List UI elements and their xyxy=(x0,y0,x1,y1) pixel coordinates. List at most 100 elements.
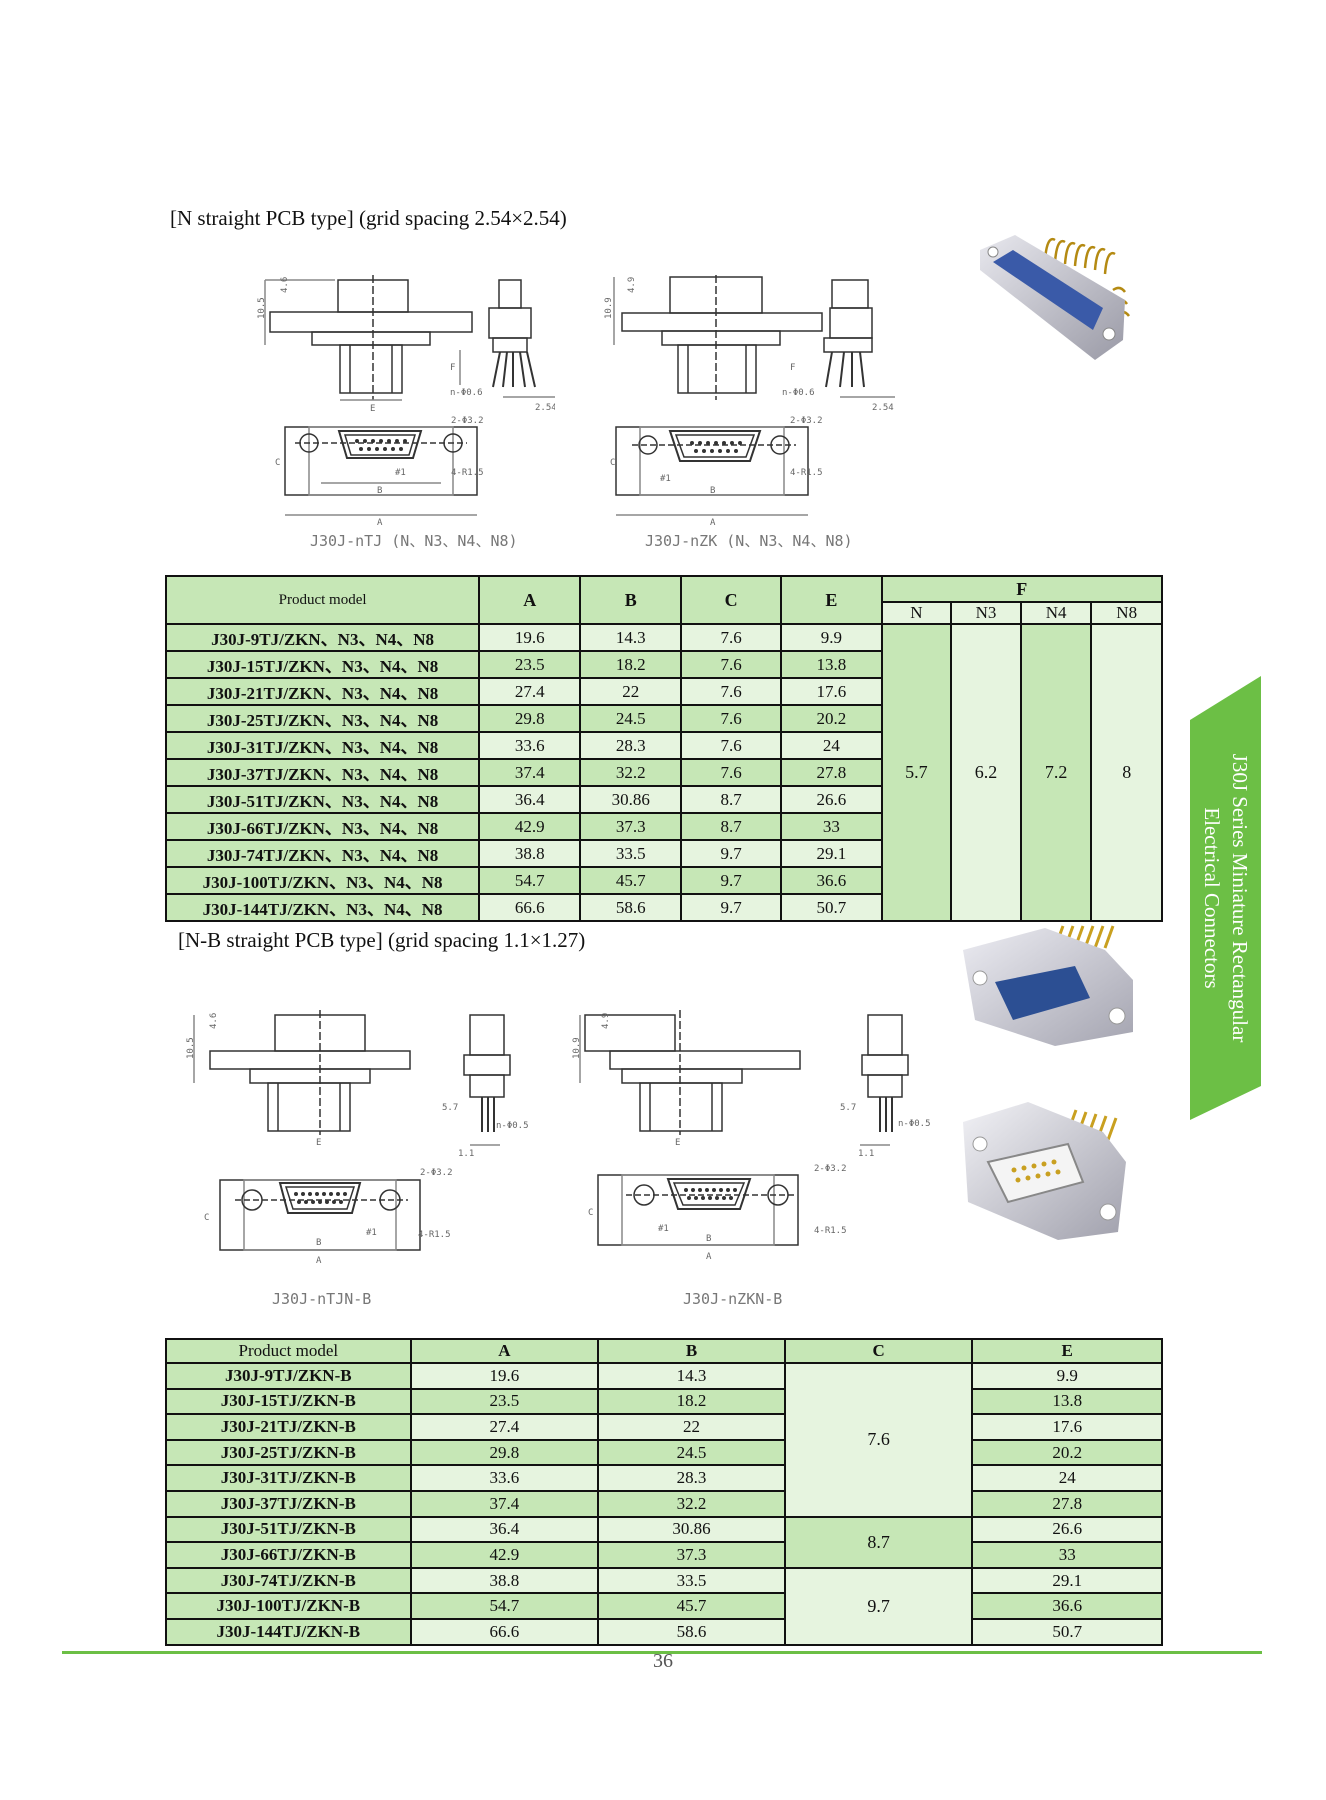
b-cell: 37.3 xyxy=(597,1541,786,1569)
dim-1-1: 1.1 xyxy=(858,1149,874,1159)
side-tab-line1: J30J Series Miniature Rectangular xyxy=(1228,753,1252,1043)
model-cell: J30J-31TJ/ZKN-B xyxy=(165,1464,412,1492)
e-cell: 29.1 xyxy=(780,839,883,868)
side-tab-label: J30J Series Miniature Rectangular Electr… xyxy=(1198,754,1254,1043)
b-cell: 58.6 xyxy=(597,1617,786,1646)
model-cell: J30J-25TJ/ZKN-B xyxy=(165,1438,412,1467)
b-cell: 24.5 xyxy=(579,704,682,733)
section2-drawing-ntjn-b: 10.5 4.6 E 2-Φ3.2 4-R1.5 C B A #1 xyxy=(186,1010,453,1265)
c-cell: 8.7 xyxy=(679,785,783,814)
c-cell: 9.7 xyxy=(679,839,783,868)
corner-radius: 4-R1.5 xyxy=(451,468,484,478)
b-cell: 28.3 xyxy=(579,731,682,760)
page-number: 36 xyxy=(653,1650,673,1672)
a-cell: 29.8 xyxy=(409,1438,600,1467)
table-row: J30J-144TJ/ZKN-B 66.6 58.6 50.7 xyxy=(165,1617,1163,1646)
e-cell: 26.6 xyxy=(780,785,883,814)
b-cell: 32.2 xyxy=(597,1489,786,1518)
c-cell: 7.6 xyxy=(679,758,783,787)
hole-dia: 2-Φ3.2 xyxy=(814,1164,847,1174)
dim-5-7: 5.7 xyxy=(442,1103,458,1113)
dim-a: A xyxy=(377,518,383,528)
model-cell: J30J-9TJ/ZKN、N3、N4、N8 xyxy=(164,623,481,652)
b-cell: 24.5 xyxy=(597,1438,786,1467)
b-cell: 33.5 xyxy=(579,839,682,868)
pin-dia: n-Φ0.5 xyxy=(898,1119,931,1129)
c-cell: 7.6 xyxy=(679,623,783,652)
table-row: J30J-9TJ/ZKN-B 19.6 14.3 7.6 9.9 xyxy=(165,1362,1163,1518)
hole-dia: 2-Φ3.2 xyxy=(790,416,823,426)
e-cell: 29.1 xyxy=(971,1566,1163,1595)
c-cell: 7.6 xyxy=(679,650,783,679)
c-cell: 9.7 xyxy=(679,866,783,895)
model-cell: J30J-9TJ/ZKN-B xyxy=(165,1362,412,1390)
a-cell: 27.4 xyxy=(409,1413,600,1441)
a-cell: 19.6 xyxy=(409,1362,600,1390)
header-f-n4: N4 xyxy=(1019,601,1093,625)
table-row: J30J-144TJ/ZKN、N3、N4、N8 66.6 58.6 9.7 50… xyxy=(164,893,1162,922)
e-cell: 9.9 xyxy=(971,1362,1163,1390)
header-b: B xyxy=(597,1338,786,1364)
table-row: J30J-74TJ/ZKN、N3、N4、N8 38.8 33.5 9.7 29.… xyxy=(164,839,1162,868)
e-cell: 24 xyxy=(971,1464,1163,1492)
a-cell: 38.8 xyxy=(409,1566,600,1595)
e-cell: 17.6 xyxy=(780,677,883,706)
dim-10-5: 10.5 xyxy=(186,1037,196,1059)
header-b: B xyxy=(579,575,682,625)
a-cell: 23.5 xyxy=(478,650,582,679)
e-cell: 50.7 xyxy=(971,1617,1163,1646)
header-c: C xyxy=(679,575,783,625)
f-n-value: 5.7 xyxy=(880,623,953,922)
model-cell: J30J-66TJ/ZKN、N3、N4、N8 xyxy=(164,812,481,841)
hole-dia: 2-Φ3.2 xyxy=(451,416,484,426)
a-cell: 54.7 xyxy=(409,1592,600,1620)
b-cell: 45.7 xyxy=(579,866,682,895)
model-cell: J30J-74TJ/ZKN、N3、N4、N8 xyxy=(164,839,481,868)
dim-a: A xyxy=(316,1256,322,1265)
model-cell: J30J-37TJ/ZKN-B xyxy=(165,1489,412,1518)
section1-drawing-ntj: 10.5 4.6 E F n-Φ0.6 2.54 2-Φ3.2 4-R1.5 C… xyxy=(257,275,555,528)
dim-b: B xyxy=(316,1238,321,1248)
a-cell: 37.4 xyxy=(478,758,582,787)
corner-radius: 4-R1.5 xyxy=(418,1230,451,1240)
header-a: A xyxy=(409,1338,600,1364)
table-row: J30J-15TJ/ZKN、N3、N4、N8 23.5 18.2 7.6 13.… xyxy=(164,650,1162,679)
table-row: J30J-31TJ/ZKN-B 33.6 28.3 24 xyxy=(165,1464,1163,1492)
c-group-2: 8.7 xyxy=(783,1515,974,1569)
e-cell: 20.2 xyxy=(971,1438,1163,1467)
dim-10-9: 10.9 xyxy=(604,297,614,319)
pin1-mark: #1 xyxy=(395,468,406,478)
dim-c: C xyxy=(275,458,280,468)
e-cell: 13.8 xyxy=(780,650,883,679)
a-cell: 38.8 xyxy=(478,839,582,868)
a-cell: 29.8 xyxy=(478,704,582,733)
dim-f: F xyxy=(790,363,795,373)
e-cell: 26.6 xyxy=(971,1515,1163,1544)
e-cell: 36.6 xyxy=(971,1592,1163,1620)
table-row: J30J-37TJ/ZKN-B 37.4 32.2 27.8 xyxy=(165,1489,1163,1518)
pin-dia: n-Φ0.6 xyxy=(450,388,483,398)
model-cell: J30J-144TJ/ZKN、N3、N4、N8 xyxy=(164,893,481,922)
b-cell: 45.7 xyxy=(597,1592,786,1620)
c-cell: 7.6 xyxy=(679,731,783,760)
a-cell: 36.4 xyxy=(478,785,582,814)
e-cell: 24 xyxy=(780,731,883,760)
c-cell: 7.6 xyxy=(679,677,783,706)
section2-dimension-table: Product model A B C E J30J-9TJ/ZKN-B 19.… xyxy=(165,1338,1163,1646)
section2-side-view-right: 5.7 1.1 n-Φ0.5 xyxy=(840,1014,931,1159)
b-cell: 30.86 xyxy=(579,785,682,814)
c-cell: 9.7 xyxy=(679,893,783,922)
section2-heading: [N-B straight PCB type] (grid spacing 1.… xyxy=(178,928,586,952)
hole-dia: 2-Φ3.2 xyxy=(420,1168,453,1178)
a-cell: 66.6 xyxy=(478,893,582,922)
connector-photo-3 xyxy=(963,1102,1126,1240)
f-n4-value: 7.2 xyxy=(1019,623,1093,922)
dim-f: F xyxy=(450,363,455,373)
a-cell: 33.6 xyxy=(478,731,582,760)
dim-4-9: 4.9 xyxy=(601,1013,611,1029)
b-cell: 30.86 xyxy=(597,1515,786,1544)
table-row: J30J-15TJ/ZKN-B 23.5 18.2 13.8 xyxy=(165,1387,1163,1416)
table-row: J30J-66TJ/ZKN、N3、N4、N8 42.9 37.3 8.7 33 xyxy=(164,812,1162,841)
b-cell: 32.2 xyxy=(579,758,682,787)
model-cell: J30J-100TJ/ZKN、N3、N4、N8 xyxy=(164,866,481,895)
